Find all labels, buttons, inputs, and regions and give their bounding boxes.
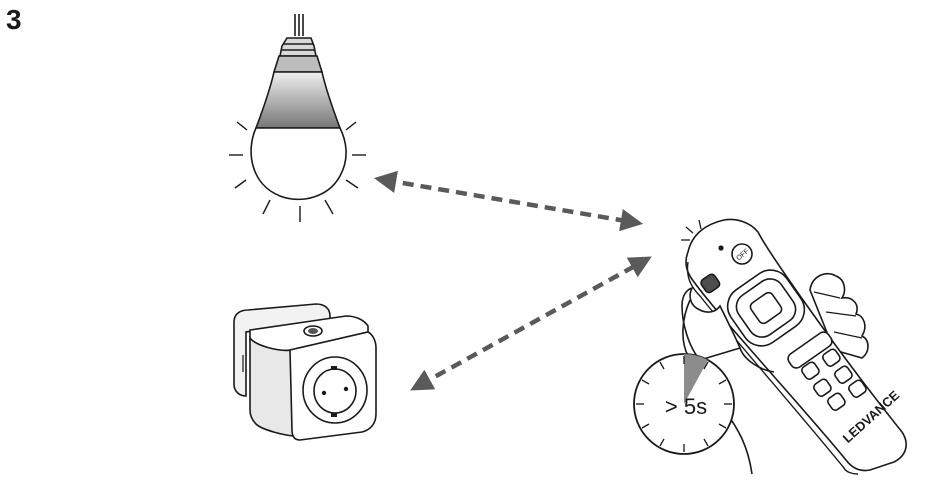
hand-thumb	[681, 286, 742, 361]
bulb-neck	[272, 55, 324, 73]
light-bulb-icon	[229, 14, 366, 222]
remote-button-grid	[801, 348, 867, 411]
connection-arrows	[373, 170, 652, 391]
bulb-cable	[294, 14, 304, 36]
timer-icon: > 5s	[633, 353, 735, 455]
arrow-bulb-to-remote	[373, 170, 644, 232]
bulb-globe	[250, 127, 347, 201]
arrow-plug-to-remote	[410, 256, 652, 391]
bulb-body	[254, 71, 342, 129]
bulb-socket	[279, 37, 317, 57]
remote-dpad	[726, 269, 806, 347]
timer-elapsed-wedge	[684, 353, 708, 404]
hand-wrist	[682, 299, 775, 373]
on-button	[700, 273, 721, 294]
plug-back-plate	[233, 303, 331, 397]
timer-label: > 5s	[665, 394, 707, 419]
remote-led	[718, 245, 724, 251]
off-button: OFF	[731, 243, 753, 265]
remote-control-icon: OFF LEDVANCE	[681, 218, 907, 475]
timer-ticks	[636, 356, 732, 452]
bulb-light-rays	[229, 121, 366, 222]
step-number: 3	[6, 4, 22, 35]
plug-left-face	[249, 335, 297, 437]
remote-wide-button	[787, 331, 833, 369]
plug-socket-inner	[313, 368, 357, 414]
smart-plug-icon	[233, 303, 377, 441]
